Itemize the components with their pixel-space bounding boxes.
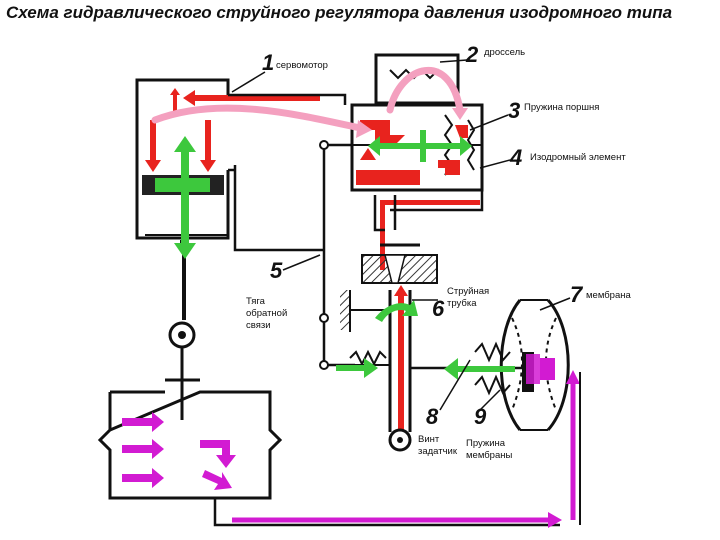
callout-label-screw-1: Винт [418,434,440,445]
callout-label-jet-tube-1: Струйная [447,286,490,297]
callout-label-isodrome: Изодромный элемент [530,152,626,163]
callout-number-3: 3 [508,98,521,123]
callout-number-1: 1 [262,50,275,75]
callout-number-7: 7 [570,282,583,307]
callout-label-membrane-spring-2: мембраны [466,450,513,461]
callout-number-4: 4 [510,145,523,170]
oil-lines [145,88,480,430]
callout-number-2: 2 [466,42,479,67]
signal-line [213,354,581,528]
membrane-unit [410,298,570,432]
callout-number-9: 9 [474,404,487,429]
callout-label-piston-spring: Пружина поршня [524,102,600,113]
diagram-title: Схема гидравлического струйного регулято… [6,3,673,22]
callout-label-servomotor: сервомотор [276,60,328,71]
callout-number-5: 5 [270,258,283,283]
callout-label-screw-2: задатчик [418,446,458,457]
leader-lines [231,59,571,411]
callout-label-feedback-3: связи [246,320,271,331]
callout-label-feedback-1: Тяга [246,296,265,307]
jet-tube-support [340,290,390,367]
flow-arrows [122,412,236,490]
callout-label-feedback-2: обратной [246,308,288,319]
callout-number-6: 6 [432,296,445,321]
callout-label-jet-tube-2: трубка [447,298,477,309]
callout-label-membrane: мембрана [586,290,631,301]
jet-receiver [361,243,438,284]
regulated-pipe [97,390,283,500]
callout-number-8: 8 [426,404,439,429]
callout-label-throttle: дроссель [484,47,526,58]
green-arrows [155,130,515,380]
callout-label-membrane-spring-1: Пружина [466,438,506,449]
pink-flow [151,66,464,132]
